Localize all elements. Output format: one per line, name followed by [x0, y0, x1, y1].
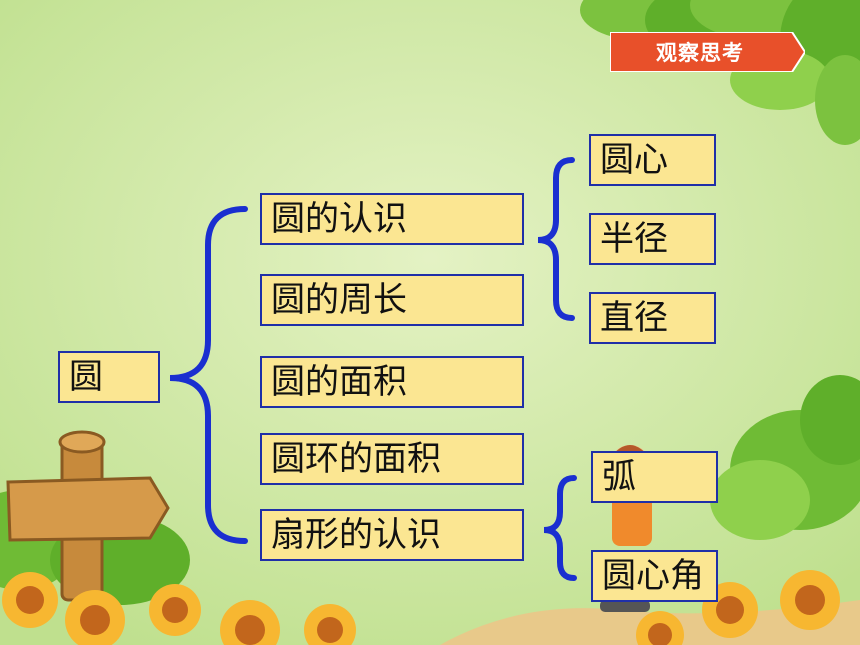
sunflowers: [2, 570, 840, 645]
node-circle-recognition: 圆的认识: [260, 193, 524, 245]
node-central-angle: 圆心角: [591, 550, 718, 602]
recognition-bracket: [537, 157, 575, 321]
root-node-circle: 圆: [58, 351, 160, 403]
node-annulus-area: 圆环的面积: [260, 433, 524, 485]
badge-arrow-shape: [610, 32, 805, 72]
node-circle-circumference: 圆的周长: [260, 274, 524, 326]
badge-label: 观察思考: [656, 41, 744, 65]
sector-bracket: [543, 475, 577, 581]
node-center: 圆心: [589, 134, 716, 186]
node-circle-area: 圆的面积: [260, 356, 524, 408]
root-bracket: [169, 206, 248, 544]
bush-right: [710, 375, 860, 540]
node-radius: 半径: [589, 213, 716, 265]
observe-think-badge: 观察思考: [610, 32, 805, 72]
node-sector-recognition: 扇形的认识: [260, 509, 524, 561]
node-diameter: 直径: [589, 292, 716, 344]
node-arc: 弧: [591, 451, 718, 503]
wooden-signpost: [6, 430, 170, 602]
